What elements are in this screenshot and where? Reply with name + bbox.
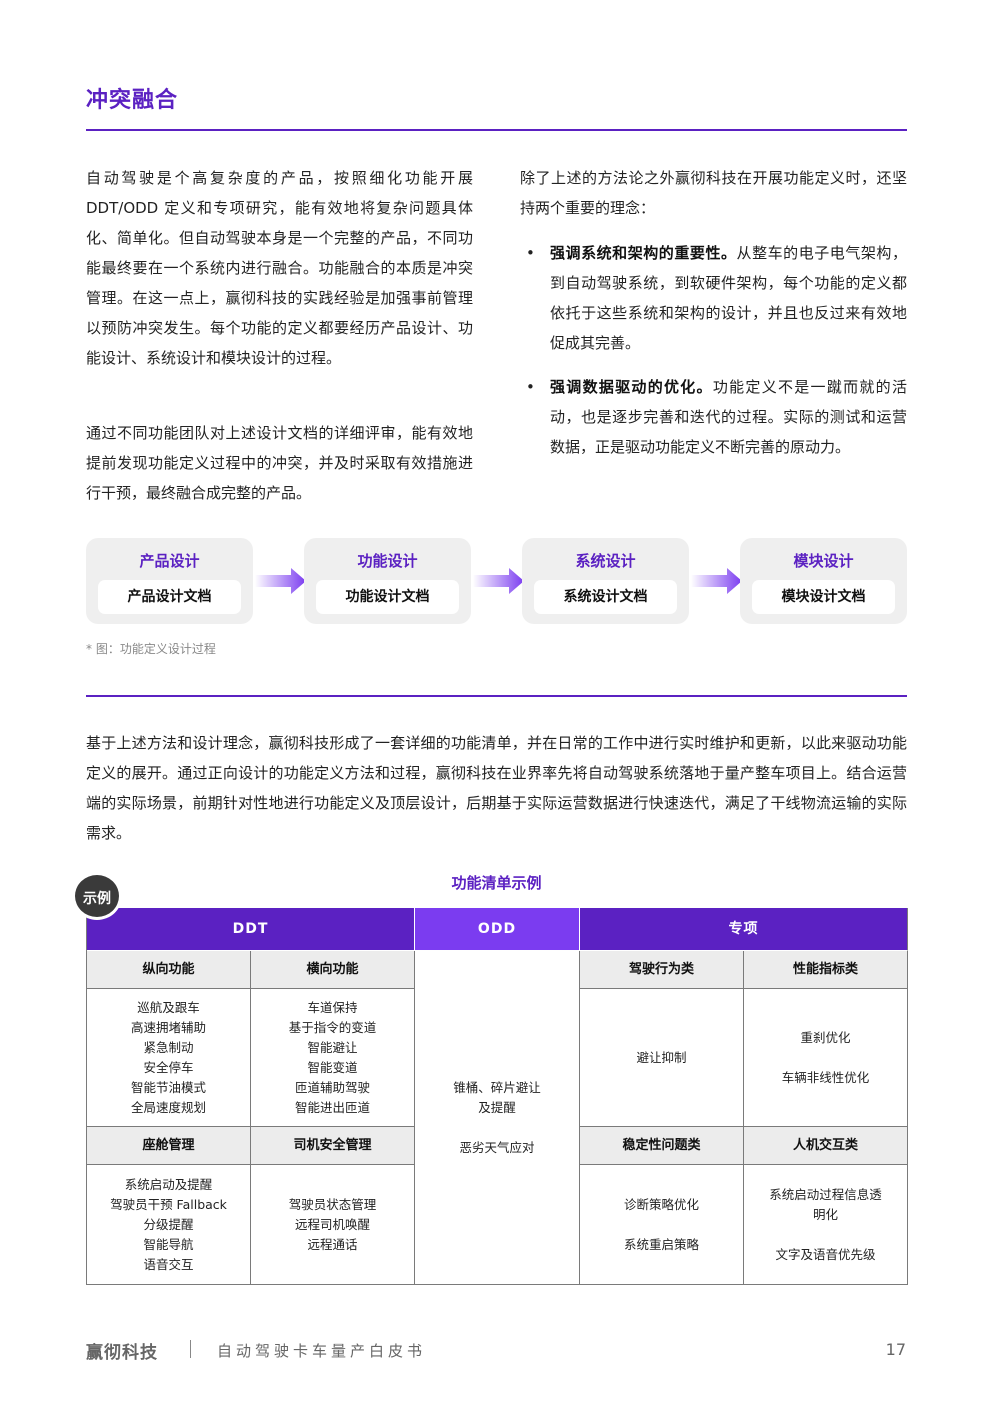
list-item: 避让抑制 [636,1049,687,1065]
stability-cell: 诊断策略优化 系统重启策略 [580,1165,744,1285]
left-paragraph-1: 自动驾驶是个高复杂度的产品，按照细化功能开展 DDT/ODD 定义和专项研究，能… [86,169,473,367]
stage-doc: 功能设计文档 [316,580,459,614]
function-list-table: DDT ODD 专项 纵向功能 横向功能 锥桶、碎片避让 及提醒 恶劣天气应对 … [86,908,908,1285]
bullet-dot: • [526,244,535,262]
list-item: 远程司机唤醒 [294,1216,370,1232]
stage-doc: 模块设计文档 [752,580,895,614]
list-item: 语音交互 [143,1256,194,1272]
list-item: 分级提醒 [143,1216,194,1232]
arrow-right-icon [473,568,524,594]
header-ddt: DDT [87,908,415,951]
page-number: 17 [885,1340,906,1359]
section-title: 冲突融合 [86,88,179,113]
subheader-performance: 性能指标类 [744,951,908,989]
performance-cell: 重刹优化 车辆非线性优化 [744,989,908,1127]
bullet-bold: 强调数据驱动的优化。 [550,378,713,396]
stage-title: 功能设计 [357,552,418,570]
list-item: 驾驶员状态管理 [288,1196,377,1212]
list-item: 明化 [812,1206,838,1222]
stage-system-design: 系统设计 系统设计文档 [522,538,689,624]
bullet-text: 功能定义不是一蹴而就的活动，也是逐步完善和迭代的过程。实际的测试和运营数据，正是… [550,378,907,456]
list-item: 全局速度规划 [130,1099,206,1115]
list-item: 诊断策略优化 [623,1196,699,1212]
list-item: 驾驶员干预 Fallback [110,1196,227,1212]
stage-title: 产品设计 [139,552,200,570]
driver-safety-cell: 驾驶员状态管理 远程司机唤醒 远程通话 [251,1165,415,1285]
subheader-lateral: 横向功能 [251,951,415,989]
hmi-cell: 系统启动过程信息透 明化 文字及语音优先级 [744,1165,908,1285]
list-item: 安全停车 [143,1059,194,1075]
left-paragraph-2: 通过不同功能团队对上述设计文档的详细评审，能有效地提前发现功能定义过程中的冲突，… [86,424,473,502]
arrow-right-icon [255,568,306,594]
subheader-longitudinal: 纵向功能 [87,951,251,989]
bullet-system-architecture: • 强调系统和架构的重要性。从整车的电子电气架构，到自动驾驶系统，到软硬件架构，每… [526,238,907,358]
list-item: 系统启动及提醒 [124,1176,213,1192]
example-badge: 示例 [72,872,122,920]
figure-caption: * 图：功能定义设计过程 [86,642,216,656]
stage-doc: 系统设计文档 [534,580,677,614]
stage-doc: 产品设计文档 [98,580,241,614]
list-item: 车道保持 [307,999,358,1015]
list-item: 基于指令的变道 [288,1019,377,1035]
list-item: 系统重启策略 [623,1236,699,1252]
subheader-driving-behavior: 驾驶行为类 [580,951,744,989]
right-intro: 除了上述的方法论之外赢彻科技在开展功能定义时，还坚持两个重要的理念： [520,169,907,217]
stage-product-design: 产品设计 产品设计文档 [86,538,253,624]
arrow-right-icon [691,568,742,594]
stage-module-design: 模块设计 模块设计文档 [740,538,907,624]
odd-item: 恶劣天气应对 [459,1139,535,1155]
list-item: 文字及语音优先级 [775,1246,876,1262]
list-item: 远程通话 [307,1236,358,1252]
stage-title: 模块设计 [793,552,854,570]
list-item: 智能导航 [143,1236,194,1252]
stage-title: 系统设计 [575,552,636,570]
bullet-text: 从整车的电子电气架构，到自动驾驶系统，到软硬件架构，每个功能的定义都依托于这些系… [550,244,907,352]
summary-paragraph: 基于上述方法和设计理念，赢彻科技形成了一套详细的功能清单，并在日常的工作中进行实… [86,734,907,842]
list-item: 智能变道 [307,1059,358,1075]
bullet-bold: 强调系统和架构的重要性。 [550,244,737,262]
driving-behavior-cell: 避让抑制 [580,989,744,1127]
subheader-stability: 稳定性问题类 [580,1127,744,1165]
subheader-hmi: 人机交互类 [744,1127,908,1165]
list-item: 重刹优化 [800,1029,851,1045]
list-item: 车辆非线性优化 [781,1069,870,1085]
list-item: 系统启动过程信息透 [769,1186,882,1202]
list-item: 智能进出匝道 [294,1099,370,1115]
footer-separator [190,1340,191,1358]
header-special: 专项 [580,908,908,951]
list-item: 智能避让 [307,1039,358,1055]
list-item: 智能节油模式 [130,1079,206,1095]
list-item: 匝道辅助驾驶 [294,1079,370,1095]
header-odd: ODD [415,908,580,951]
list-item: 高速拥堵辅助 [130,1019,206,1035]
longitudinal-cell: 巡航及跟车 高速拥堵辅助 紧急制动 安全停车 智能节油模式 全局速度规划 [87,989,251,1127]
odd-cell: 锥桶、碎片避让 及提醒 恶劣天气应对 [415,951,580,1285]
lateral-cell: 车道保持 基于指令的变道 智能避让 智能变道 匝道辅助驾驶 智能进出匝道 [251,989,415,1127]
bullet-dot: • [526,378,535,396]
section-divider [86,695,907,697]
bullet-data-driven: • 强调数据驱动的优化。功能定义不是一蹴而就的活动，也是逐步完善和迭代的过程。实际… [526,372,907,462]
table-title: 功能清单示例 [451,874,542,892]
subheader-cockpit: 座舱管理 [87,1127,251,1165]
title-divider [86,129,907,131]
stage-function-design: 功能设计 功能设计文档 [304,538,471,624]
list-item: 紧急制动 [143,1039,194,1055]
footer-title: 自动驾驶卡车量产白皮书 [217,1342,427,1360]
subheader-driver-safety: 司机安全管理 [251,1127,415,1165]
footer-brand: 赢彻科技 [86,1343,158,1363]
odd-item: 及提醒 [478,1099,516,1115]
cockpit-cell: 系统启动及提醒 驾驶员干预 Fallback 分级提醒 智能导航 语音交互 [87,1165,251,1285]
list-item: 巡航及跟车 [137,999,200,1015]
odd-item: 锥桶、碎片避让 [453,1079,541,1095]
